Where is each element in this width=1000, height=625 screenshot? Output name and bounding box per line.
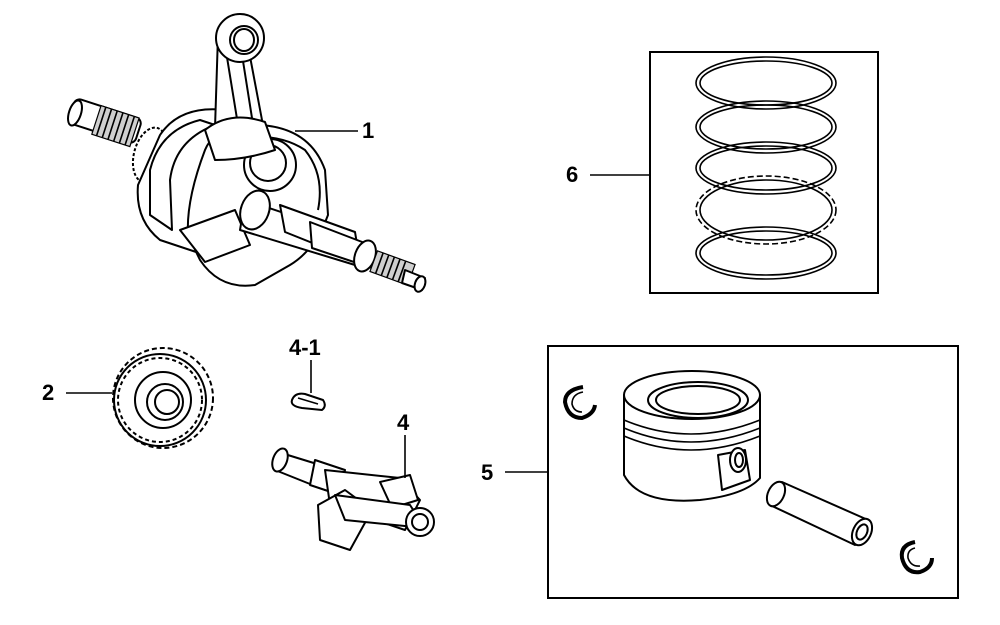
piston-rings-box bbox=[649, 51, 879, 294]
piston-rings-part bbox=[695, 56, 837, 280]
callout-1: 1 bbox=[362, 118, 374, 143]
crankshaft-part bbox=[67, 13, 427, 293]
woodruff-key-part bbox=[290, 392, 326, 411]
balancer-gear-part bbox=[112, 347, 214, 449]
callout-4-1: 4-1 bbox=[289, 335, 321, 360]
balancer-shaft-part bbox=[271, 447, 435, 551]
piston-part bbox=[562, 370, 934, 575]
callout-4: 4 bbox=[397, 410, 410, 435]
callout-6: 6 bbox=[566, 162, 578, 187]
callout-5: 5 bbox=[481, 460, 493, 485]
callout-2: 2 bbox=[42, 380, 54, 405]
